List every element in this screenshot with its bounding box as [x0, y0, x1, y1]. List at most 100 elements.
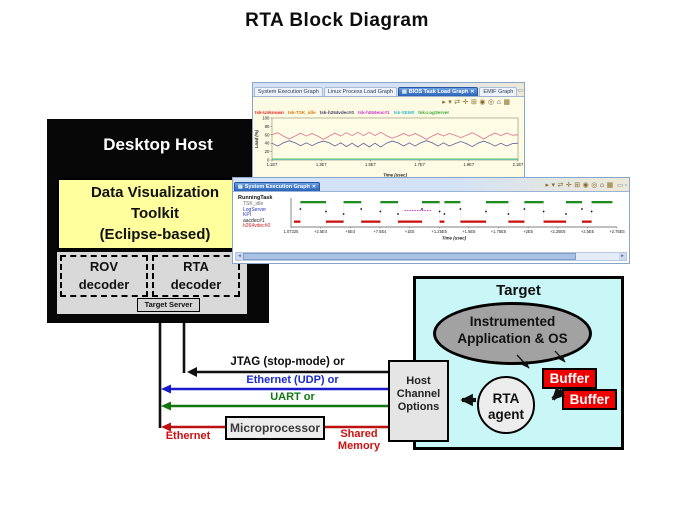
buffer-box-1: Buffer	[542, 368, 597, 389]
toolkit-line: Toolkit	[130, 205, 180, 222]
zoom-out-icon[interactable]: ◎	[488, 99, 495, 106]
tab-system-execution-graph[interactable]: System Execution Graph	[254, 87, 323, 96]
grid-icon[interactable]: ⊞	[471, 99, 477, 106]
document-icon: ▤	[401, 89, 407, 95]
zoom-in-icon[interactable]: ◉	[582, 182, 589, 189]
task-row-label: TSK_idle	[243, 201, 264, 208]
decoder-tray: ROV decoder RTA decoder	[57, 252, 247, 314]
tab-label: BIOS Task Load Graph	[408, 89, 469, 95]
export-icon[interactable]: ▦	[606, 182, 614, 189]
window-controls: ▭▫	[517, 88, 524, 96]
data-visualization-toolkit-box: Data Visualization Toolkit (Eclipse-base…	[57, 178, 253, 250]
svg-text:1.7E7: 1.7E7	[414, 162, 425, 167]
svg-text:+1.5E5: +1.5E5	[462, 229, 476, 234]
scroll-left-icon[interactable]: ◂	[236, 253, 243, 260]
tab-linux-process-load-graph[interactable]: Linux Process Load Graph	[323, 87, 397, 96]
dropdown-icon[interactable]: ▾	[551, 182, 555, 189]
crosshair-icon[interactable]: ✛	[462, 99, 469, 106]
dropdown-icon[interactable]: ▾	[448, 99, 452, 106]
grid-icon[interactable]: ⊞	[574, 182, 581, 189]
load-graph-toolbar: ▸▾⇄✛⊞◉◎⌂▦	[253, 97, 524, 109]
crosshair-icon[interactable]: ✛	[565, 182, 572, 189]
sync-icon[interactable]: ⇄	[454, 99, 461, 106]
svg-text:+2.75E5: +2.75E5	[609, 229, 625, 234]
svg-text:+7.5E4: +7.5E4	[373, 229, 387, 234]
svg-text:+1.25E5: +1.25E5	[431, 229, 447, 234]
svg-text:60: 60	[265, 132, 270, 137]
home-icon[interactable]: ⌂	[599, 182, 605, 189]
svg-text:+5E4: +5E4	[345, 229, 355, 234]
close-icon[interactable]: ✕	[311, 184, 317, 190]
rov-decoder-box: ROV decoder	[60, 255, 148, 297]
task-row-label: h264vdec#0	[243, 223, 271, 230]
sync-icon[interactable]: ⇄	[557, 182, 564, 189]
legend-item: tsk-SEM0	[393, 110, 415, 115]
instrumented-application-ellipse: Instrumented Application & OS	[433, 302, 592, 365]
legend-item: tsk-h264enc#1	[357, 110, 390, 115]
microprocessor-box: Microprocessor	[225, 416, 325, 440]
rta-decoder-label: decoder	[170, 277, 222, 292]
execution-graph-window: ▤ System Execution Graph ✕ ▸▾⇄✛⊞◉◎⌂▦ ▭▫ …	[232, 177, 630, 264]
rta-decoder-label: RTA	[183, 259, 209, 274]
buffer-box-2: Buffer	[562, 389, 617, 410]
svg-text:+2.25E5: +2.25E5	[550, 229, 566, 234]
instrumented-label: Instrumented	[469, 314, 556, 329]
svg-text:100: 100	[262, 116, 270, 121]
window-controls: ▭▫	[617, 183, 629, 191]
rta-agent-circle: RTA agent	[477, 376, 535, 434]
toolkit-line: Data Visualization	[90, 184, 220, 201]
task-row-label: LogServer	[243, 206, 267, 213]
rov-decoder-label: ROV	[89, 259, 119, 274]
ethernet-udp-label: Ethernet (UDP) or	[246, 374, 339, 386]
export-icon[interactable]: ▦	[503, 99, 510, 106]
svg-text:+1E5: +1E5	[405, 229, 415, 234]
minimize-icon[interactable]: ▭	[617, 183, 623, 189]
uart-label: UART or	[270, 391, 315, 403]
svg-text:80: 80	[265, 124, 270, 129]
zoom-in-icon[interactable]: ◉	[479, 99, 486, 106]
zoom-out-icon[interactable]: ◎	[591, 182, 598, 189]
marker-icon[interactable]: ▸	[545, 182, 549, 189]
home-icon[interactable]: ⌂	[496, 99, 501, 106]
tab-label: EMIF Graph	[483, 89, 514, 95]
legend-item: tsk-TSK_idle	[287, 110, 316, 115]
horizontal-scrollbar[interactable]: ◂ ▸	[235, 252, 627, 261]
legend-item: tsk-h264vdec#0	[319, 110, 354, 115]
svg-text:Load (%): Load (%)	[254, 129, 259, 148]
execution-graph-plot: 1.07325+2.5E4+5E4+7.5E4+1E5+1.25E5+1.5E5…	[284, 198, 625, 241]
toolkit-line: (Eclipse-based)	[99, 226, 211, 243]
scrollbar-track[interactable]	[243, 253, 619, 260]
marker-icon[interactable]: ▸	[442, 99, 446, 106]
legend-item: tsk-Unknown	[255, 110, 284, 115]
scrollbar-thumb[interactable]	[243, 253, 576, 260]
svg-text:+2.5E5: +2.5E5	[581, 229, 595, 234]
svg-text:0: 0	[267, 158, 270, 163]
tab-system-execution-graph-active[interactable]: ▤ System Execution Graph ✕	[234, 182, 321, 191]
tab-bios-task-load-graph[interactable]: ▤ BIOS Task Load Graph ✕	[397, 87, 479, 96]
host-channel-options-box: Host Channel Options	[388, 360, 449, 442]
document-icon: ▤	[238, 184, 243, 190]
shared-memory-label: Shared Memory	[337, 428, 381, 452]
toolbar-icons: ▸▾⇄✛⊞◉◎⌂▦	[442, 98, 510, 107]
tab-emif-graph[interactable]: EMIF Graph	[479, 87, 518, 96]
rta-decoder-box: RTA decoder	[152, 255, 240, 297]
tab-label: Linux Process Load Graph	[327, 89, 393, 95]
svg-text:Time (usec): Time (usec)	[383, 173, 407, 178]
close-icon[interactable]: ✕	[470, 89, 475, 95]
restore-icon[interactable]: ▫	[624, 183, 627, 189]
ethernet-label: Ethernet	[165, 430, 211, 442]
tab-label: System Execution Graph	[244, 184, 310, 190]
legend-item: tsk-LogServer	[418, 110, 450, 115]
minimize-icon[interactable]: ▭	[517, 88, 524, 94]
svg-text:1.9E7: 1.9E7	[463, 162, 474, 167]
execution-graph-tabbar: ▤ System Execution Graph ✕ ▸▾⇄✛⊞◉◎⌂▦ ▭▫	[233, 178, 629, 192]
svg-text:1.1E7: 1.1E7	[267, 162, 278, 167]
scroll-right-icon[interactable]: ▸	[619, 253, 626, 260]
load-graph-window: System Execution Graph Linux Process Loa…	[252, 82, 525, 180]
task-row-label: KPI	[243, 212, 252, 219]
svg-text:1.5E7: 1.5E7	[365, 162, 376, 167]
